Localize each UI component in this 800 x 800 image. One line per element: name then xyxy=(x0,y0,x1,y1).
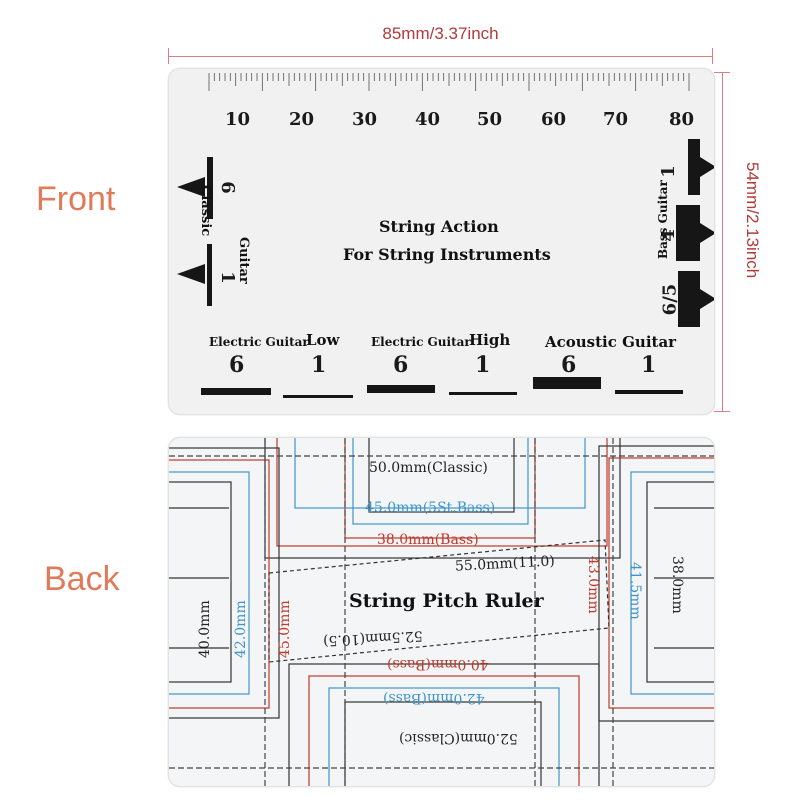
measure-42-bass: 42.0mm(Bass) xyxy=(383,690,485,706)
frame-45-5st xyxy=(294,438,586,509)
electric-high-label: Electric Guitar xyxy=(371,335,471,349)
scale-number: 10 xyxy=(225,109,251,130)
width-dimension-tick-left xyxy=(168,48,169,64)
front-card: 10 20 30 40 50 60 70 80 String Action Fo… xyxy=(168,68,715,415)
scale-number: 60 xyxy=(541,109,567,130)
bass-1-number: 1 xyxy=(657,165,679,178)
bass-guitar-gauges: Bass Guitar 1 4 6/5 xyxy=(614,139,714,339)
electric-low-6-number: 6 xyxy=(229,352,245,378)
measure-50-classic: 50.0mm(Classic) xyxy=(369,460,488,476)
electric-low-label: Electric Guitar xyxy=(209,335,309,349)
measure-52-classic: 52.0mm(Classic) xyxy=(399,730,518,746)
front-title-line1: String Action xyxy=(379,217,499,236)
frame-bottom-red xyxy=(308,675,580,786)
frame-left-outer xyxy=(169,447,280,719)
height-dimension-line xyxy=(722,72,723,412)
scale-number: 80 xyxy=(669,109,695,130)
bass-4-bar xyxy=(676,205,700,261)
front-title-line2: For String Instruments xyxy=(343,245,551,264)
classic-6-bar xyxy=(207,157,213,219)
measure-40-bass: 40.0mm(Bass) xyxy=(387,656,489,672)
electric-low-1-bar xyxy=(283,395,353,398)
back-card: 50.0mm(Classic) 45.0mm(5St.Bass) 38.0mm(… xyxy=(168,437,715,787)
bass-65-marker xyxy=(700,289,714,309)
acoustic-label: Acoustic Guitar xyxy=(545,333,677,351)
electric-high-6-bar xyxy=(367,385,435,393)
electric-low-sub: Low xyxy=(306,331,340,349)
measure-38: 38.0mm xyxy=(669,556,685,614)
scale-number: 50 xyxy=(477,109,503,130)
measure-45: 45.0mm xyxy=(277,600,293,658)
acoustic-1-number: 1 xyxy=(641,352,657,378)
frame-bottom-blue xyxy=(328,687,560,786)
scale-number: 70 xyxy=(603,109,629,130)
guitar-label: Guitar xyxy=(236,237,251,284)
electric-high-1-number: 1 xyxy=(475,352,491,378)
classic-6-number: 6 xyxy=(216,181,238,194)
classic-6-marker xyxy=(177,177,205,197)
width-dimension-tick-right xyxy=(712,48,713,64)
measure-45-5st: 45.0mm(5St.Bass) xyxy=(365,500,496,516)
frame-left-blue xyxy=(169,471,250,695)
frame-top-black xyxy=(368,438,515,513)
measure-38-bass: 38.0mm(Bass) xyxy=(377,532,479,548)
frame-top-inner xyxy=(352,438,529,525)
frame-right-black xyxy=(646,481,714,683)
frame-right-red xyxy=(608,457,714,709)
classic-1-number: 1 xyxy=(216,271,238,284)
scale-number: 30 xyxy=(352,109,378,130)
bass-1-bar xyxy=(688,139,700,195)
frame-left-black xyxy=(169,481,232,683)
classic-1-bar xyxy=(207,244,212,306)
height-dimension-tick-bottom xyxy=(714,411,730,412)
measure-41-5: 41.5mm xyxy=(627,562,643,620)
classic-guitar-gauges: 6 1 Classic Guitar xyxy=(177,149,267,309)
height-dimension: 54mm/2.13inch xyxy=(714,72,762,412)
frame-50-classic xyxy=(276,438,608,547)
back-label: Back xyxy=(44,560,120,598)
classic-label: Classic xyxy=(198,185,213,237)
electric-high-6-number: 6 xyxy=(393,352,409,378)
bass-1-marker xyxy=(700,157,714,177)
bass-65-bar xyxy=(678,271,700,327)
frame-left-red xyxy=(169,459,270,709)
height-dimension-text: 54mm/2.13inch xyxy=(743,162,762,279)
classic-1-marker xyxy=(177,264,205,284)
electric-low-6-bar xyxy=(201,388,271,395)
acoustic-6-bar xyxy=(533,377,601,389)
measure-42: 42.0mm xyxy=(233,600,249,658)
height-dimension-tick-top xyxy=(714,72,730,73)
electric-high-1-bar xyxy=(449,392,517,395)
measure-43: 43.0mm xyxy=(585,556,601,614)
electric-low-1-number: 1 xyxy=(311,352,327,378)
electric-high-sub: High xyxy=(469,331,511,349)
frame-bottom-black xyxy=(344,701,542,786)
scale-number: 40 xyxy=(415,109,441,130)
scale-number: 20 xyxy=(289,109,315,130)
width-dimension: 85mm/3.37inch xyxy=(168,24,713,68)
width-dimension-line xyxy=(168,56,713,57)
acoustic-6-number: 6 xyxy=(561,352,577,378)
front-label: Front xyxy=(36,180,116,218)
frame-right-outer xyxy=(598,445,714,722)
front-ruler-ticks xyxy=(208,73,690,91)
frame-38-bass xyxy=(344,438,536,539)
back-pitch-grid xyxy=(169,438,714,786)
center-band xyxy=(268,539,610,663)
bass-guitar-label: Bass Guitar xyxy=(656,180,670,259)
acoustic-1-bar xyxy=(615,390,683,394)
measure-40: 40.0mm xyxy=(197,600,213,658)
bass-4-marker xyxy=(700,223,714,243)
frame-bottom-outer xyxy=(288,663,600,786)
width-dimension-text: 85mm/3.37inch xyxy=(382,24,499,43)
frame-right-blue xyxy=(630,471,714,695)
back-title: String Pitch Ruler xyxy=(349,590,544,612)
